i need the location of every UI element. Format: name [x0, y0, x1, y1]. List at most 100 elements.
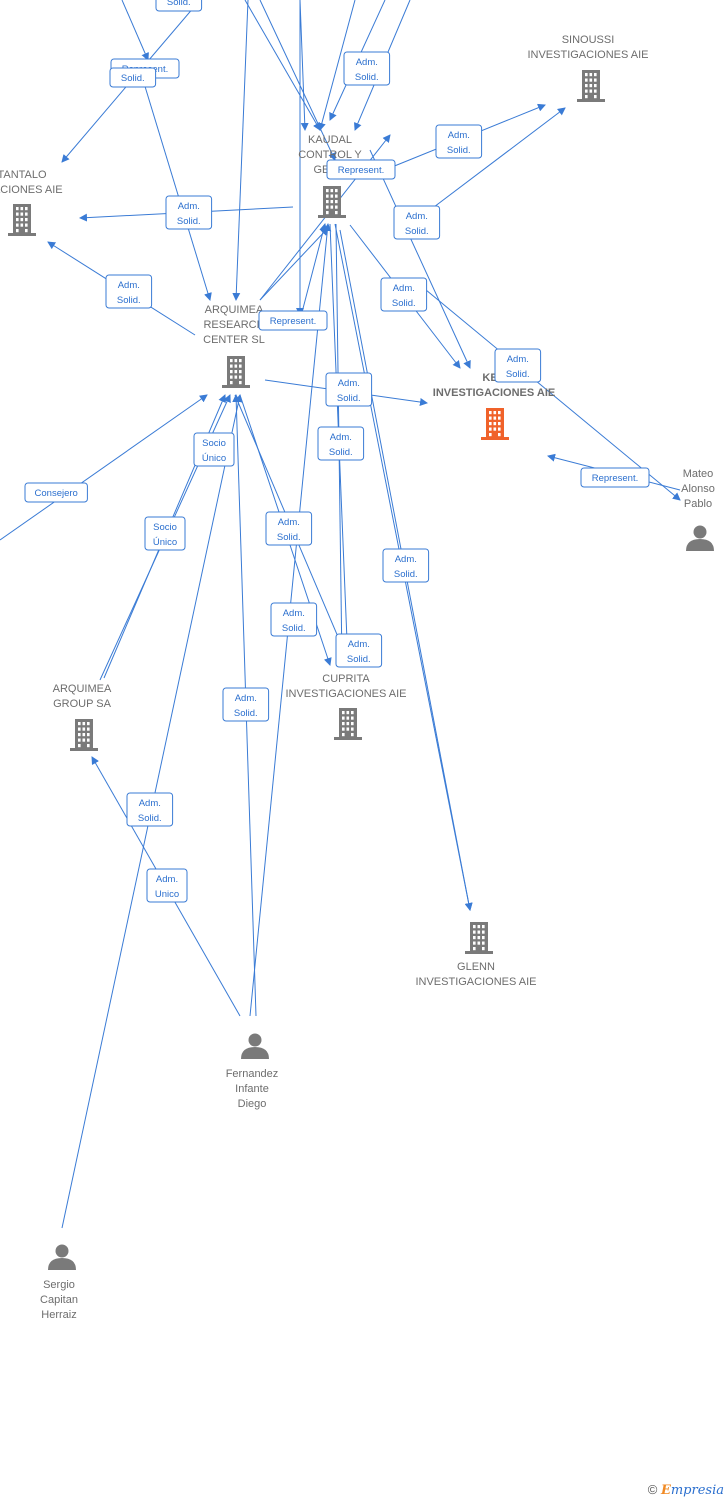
edge-label-text: Adm.: [448, 130, 470, 141]
edge-label[interactable]: Adm.Unico: [146, 868, 188, 903]
edge-label-box: [326, 159, 396, 180]
edge-label[interactable]: Adm.Solid.: [126, 792, 174, 827]
edge-label[interactable]: Represent.: [326, 159, 396, 180]
node-label-line: Sergio: [43, 1279, 75, 1291]
edge-label-text: Solid.: [355, 72, 379, 83]
edge-line: [299, 0, 309, 131]
person-icon: [686, 525, 714, 551]
edge-line: [259, 227, 329, 301]
edge-label-box: [222, 687, 270, 722]
node-label-line: Fernandez: [226, 1068, 279, 1080]
edge-label-box: [165, 195, 213, 230]
edge-label[interactable]: Adm.Solid.: [382, 548, 430, 583]
node-arquimea-group[interactable]: ARQUIMEA GROUP SA: [53, 683, 112, 751]
edge-label[interactable]: Adm.Solid.: [265, 511, 313, 546]
edge-label[interactable]: Adm.Solid.: [270, 602, 318, 637]
node-label-line: GLENN: [457, 961, 495, 973]
brand-rest: mpresia: [670, 1483, 724, 1498]
building-icon: [465, 922, 493, 954]
edge-line: [244, 0, 321, 131]
edge-label-text: Adm.: [406, 211, 428, 222]
edge-label-text: Solid.: [177, 216, 201, 227]
edge-label-box: [270, 602, 318, 637]
edge-label-text: Solid.: [347, 654, 371, 665]
edge-label[interactable]: Represent.: [580, 467, 650, 488]
edge-label-box: [382, 548, 430, 583]
edge-label[interactable]: Adm.Solid.: [380, 277, 428, 312]
edge-label[interactable]: Adm.Solid.: [343, 51, 391, 86]
edge-label[interactable]: Consejero: [24, 482, 88, 503]
edge-line: [139, 69, 212, 301]
edge-label-text: Represent.: [592, 473, 638, 484]
edge-label-text: Adm.: [118, 280, 140, 291]
node-label-line: Capitan: [40, 1294, 78, 1306]
node-label-line: SINOUSSI: [562, 34, 615, 46]
node-label: TANTALOIGACIONES AIE: [0, 169, 63, 196]
edge-label-text: Unico: [155, 889, 179, 900]
node-label-line: INVESTIGACIONES AIE: [433, 387, 555, 399]
edge-label-text: Solid.: [277, 532, 301, 543]
node-label-line: INVESTIGACIONES AIE: [285, 688, 406, 700]
edge-label-text: Adm.: [178, 201, 200, 212]
edge-label[interactable]: Adm.Solid.: [494, 348, 542, 383]
node-tantalo[interactable]: TANTALOIGACIONES AIE: [0, 169, 63, 236]
node-label-line: GROUP SA: [53, 698, 112, 710]
edge-label-text: Represent.: [270, 316, 316, 327]
edge-label[interactable]: Adm. Solid.: [222, 687, 270, 722]
edge-label-text: Solid.: [405, 226, 429, 237]
edge-label-box: [325, 372, 373, 407]
edge-line: [121, 0, 149, 61]
node-label-line: ARQUIMEA: [205, 304, 264, 316]
edge-line: [317, 0, 356, 131]
edge-label-box: [109, 67, 157, 88]
copyright-symbol: ©: [647, 1482, 658, 1497]
building-icon: [70, 719, 98, 751]
person-icon: [241, 1033, 269, 1059]
edge-label[interactable]: Adm.Solid.: [317, 426, 365, 461]
building-icon: [481, 408, 509, 440]
edge-label[interactable]: Represent.: [258, 310, 328, 331]
edge-label-box: [435, 124, 483, 159]
edge-label[interactable]: Solid.: [155, 0, 203, 12]
edge-label-text: Adm.: [235, 693, 257, 704]
edge-label-box: [265, 511, 313, 546]
edge-label-box: [258, 310, 328, 331]
edge-label[interactable]: Adm. Solid.: [165, 195, 213, 230]
edge-label[interactable]: Adm.Solid.: [335, 633, 383, 668]
node-label-line: ARQUIMEA: [53, 683, 112, 695]
edge-label-text: Único: [153, 537, 177, 548]
node-label-line: Herraiz: [41, 1309, 76, 1321]
brand-logo: Empresia: [661, 1483, 724, 1498]
edge-label[interactable]: Solid.: [109, 67, 157, 88]
edge-label[interactable]: Adm.Solid.: [325, 372, 373, 407]
edge-label-text: Solid.: [167, 0, 191, 8]
edge-label-box: [494, 348, 542, 383]
edge-label-box: [343, 51, 391, 86]
edge-label[interactable]: Adm.Solid.: [105, 274, 153, 309]
edge-line: [299, 223, 328, 321]
edge-label-text: Solid.: [234, 708, 258, 719]
edge-label-text: Adm.: [395, 554, 417, 565]
building-icon: [334, 708, 362, 740]
edge-line: [0, 394, 208, 541]
node-label-line: RESEARCH: [203, 319, 264, 331]
edge-label-box: [105, 274, 153, 309]
edge-label-text: Solid.: [506, 369, 530, 380]
footer-brand[interactable]: © Empresia: [648, 1482, 724, 1498]
edge-label-text: Solid.: [121, 73, 145, 84]
edge-label[interactable]: Adm.Solid.: [435, 124, 483, 159]
edge-label[interactable]: Adm. Solid.: [393, 205, 441, 240]
